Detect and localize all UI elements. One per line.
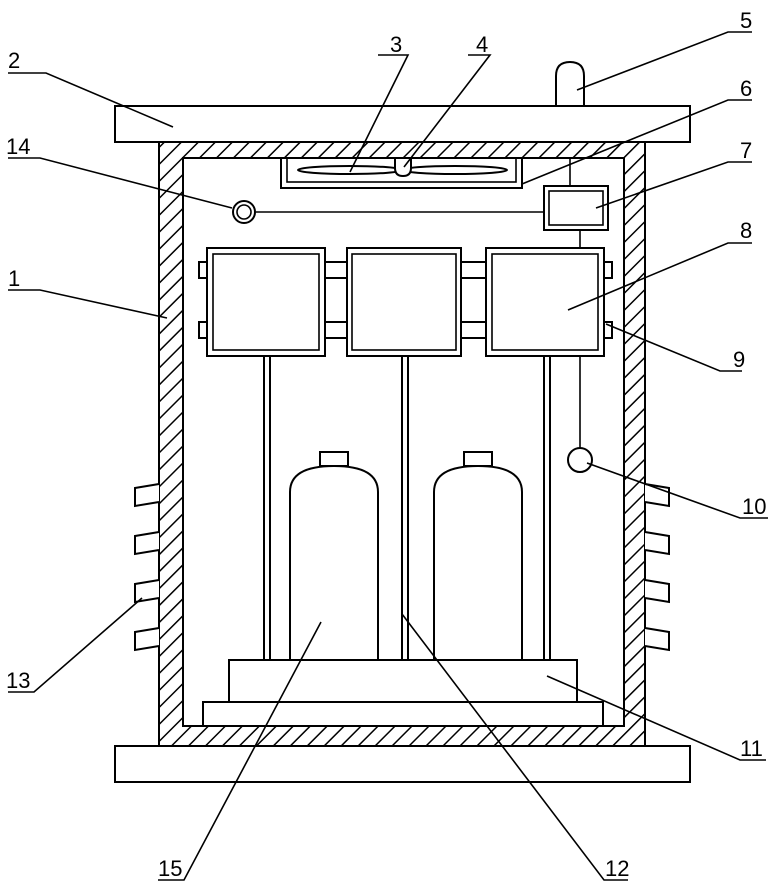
label-5: 5 (740, 8, 752, 33)
gas-cylinder-left (290, 452, 378, 660)
equipment-box-2 (347, 248, 461, 356)
equipment-box-1 (207, 248, 325, 356)
antenna (556, 62, 584, 106)
label-3: 3 (390, 32, 402, 57)
left-cooling-fins (135, 484, 159, 650)
right-cooling-fins (645, 484, 669, 650)
label-11: 11 (740, 736, 763, 761)
roof-plate (115, 106, 690, 142)
base-plate (115, 746, 690, 782)
label-6: 6 (740, 76, 752, 101)
fan-blade-right (403, 166, 507, 174)
sensor-10 (568, 448, 592, 472)
gas-cylinder-right (434, 452, 522, 660)
label-13: 13 (6, 668, 30, 693)
label-12: 12 (605, 856, 629, 881)
platform-lower (203, 702, 603, 726)
label-9: 9 (733, 347, 745, 372)
fan-blade-left (298, 166, 402, 174)
label-10: 10 (742, 494, 766, 519)
label-2: 2 (8, 48, 20, 73)
label-7: 7 (740, 138, 752, 163)
label-8: 8 (740, 218, 752, 243)
label-14: 14 (6, 134, 30, 159)
label-4: 4 (476, 32, 488, 57)
label-1: 1 (8, 266, 20, 291)
label-15: 15 (158, 856, 182, 881)
